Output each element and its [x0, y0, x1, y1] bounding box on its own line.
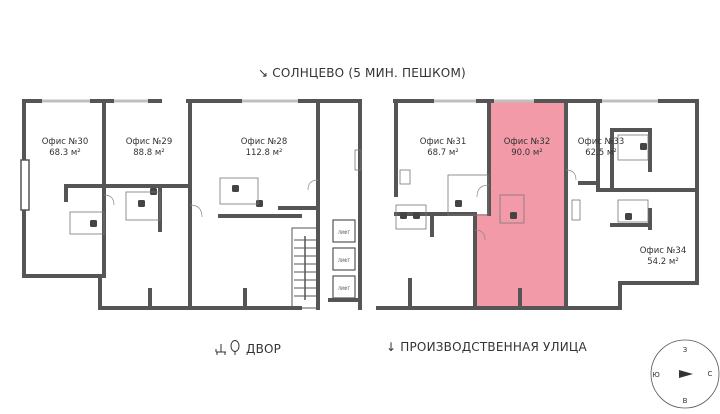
windows: [22, 99, 690, 310]
office-name: Офис №32: [503, 137, 551, 147]
office-name: Офис №28: [240, 137, 288, 147]
direction-top: ↘СОЛНЦЕВО (5 МИН. ПЕШКОМ): [258, 66, 466, 80]
svg-text:ЛИФТ: ЛИФТ: [338, 286, 350, 291]
direction-top-label: СОЛНЦЕВО (5 МИН. ПЕШКОМ): [272, 66, 466, 80]
office-label-33[interactable]: Офис №33 62.5 м²: [566, 137, 636, 159]
office-area: 112.8 м²: [245, 148, 283, 158]
office-area: 62.5 м²: [585, 148, 617, 158]
office-label-32[interactable]: Офис №32 90.0 м²: [492, 137, 562, 159]
plumbing-fixtures: [90, 143, 647, 227]
stairwell: [291, 227, 319, 309]
direction-courtyard: ДВОР: [214, 340, 281, 356]
office-label-34[interactable]: Офис №34 54.2 м²: [628, 246, 698, 268]
direction-courtyard-label: ДВОР: [246, 342, 282, 356]
office-name: Офис №31: [419, 137, 467, 147]
office-label-30[interactable]: Офис №30 68.3 м²: [32, 137, 98, 159]
fixture-outlines: [69, 134, 649, 235]
office-area: 68.7 м²: [427, 148, 459, 158]
office-label-28[interactable]: Офис №28 112.8 м²: [224, 137, 304, 159]
elevator-labels: ЛИФТ ЛИФТ ЛИФТ: [338, 230, 350, 291]
compass-east: С: [707, 370, 713, 378]
office-area: 54.2 м²: [647, 257, 679, 267]
elevators: [332, 219, 356, 299]
office-name: Офис №33: [577, 137, 625, 147]
door-arcs: [103, 169, 577, 241]
walls: [22, 99, 699, 310]
svg-text:ЛИФТ: ЛИФТ: [338, 230, 350, 235]
compass-north: З: [682, 346, 688, 354]
svg-text:ЛИФТ: ЛИФТ: [338, 258, 350, 263]
office-name: Офис №29: [125, 137, 173, 147]
compass-icon: [650, 339, 720, 409]
office-name: Офис №30: [41, 137, 89, 147]
office-name: Офис №34: [639, 246, 687, 256]
arrow-down-icon: ↓: [386, 340, 397, 354]
office-label-29[interactable]: Офис №29 88.8 м²: [114, 137, 184, 159]
office-label-31[interactable]: Офис №31 68.7 м²: [408, 137, 478, 159]
compass-west: Ю: [652, 371, 660, 379]
compass-south: В: [682, 397, 688, 405]
direction-bottom-label: ПРОИЗВОДСТВЕННАЯ УЛИЦА: [400, 340, 587, 354]
direction-bottom: ↓ПРОИЗВОДСТВЕННАЯ УЛИЦА: [386, 340, 587, 354]
tree-bench-icon: [215, 340, 240, 355]
office-area: 68.3 м²: [49, 148, 81, 158]
facade-columns: [20, 159, 30, 211]
office-area: 90.0 м²: [511, 148, 543, 158]
arrow-southeast-icon: ↘: [258, 66, 269, 80]
office-32-highlight[interactable]: [475, 101, 566, 308]
office-area: 88.8 м²: [133, 148, 165, 158]
